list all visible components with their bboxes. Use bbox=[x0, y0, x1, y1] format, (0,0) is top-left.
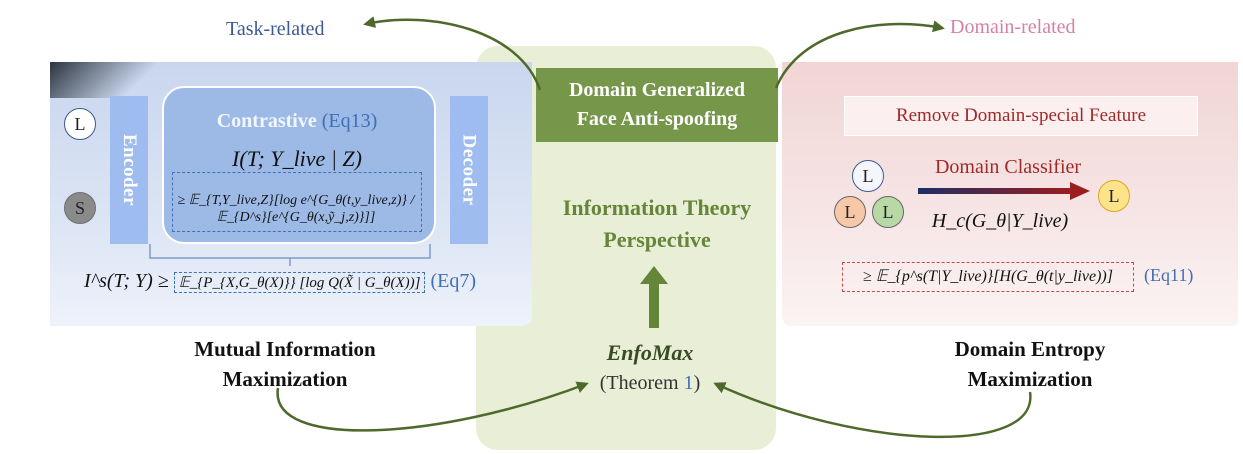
theorem-suffix: ) bbox=[693, 372, 701, 394]
mim-to-theorem-arrow bbox=[276, 381, 589, 432]
theorem-reference: (Theorem 1) bbox=[540, 372, 760, 395]
node-l-green: L bbox=[872, 196, 904, 228]
contrastive-title: Contrastive (Eq13) bbox=[162, 110, 432, 133]
center-title-line1: Domain Generalized bbox=[568, 79, 746, 101]
bracket-line bbox=[149, 244, 431, 266]
node-l-orange: L bbox=[834, 196, 866, 228]
task-related-label: Task-related bbox=[226, 18, 325, 40]
domain-related-label: Domain-related bbox=[950, 16, 1076, 38]
center-title-line2: Face Anti-spoofing bbox=[576, 108, 738, 130]
node-l-circle: L bbox=[64, 108, 96, 140]
panel-corner-shadow bbox=[50, 62, 160, 98]
decoder-block: Decoder bbox=[450, 96, 488, 244]
mi-formula: I(T; Y_live | Z) bbox=[232, 146, 362, 171]
mutual-information-caption: Mutual Information Maximization bbox=[150, 334, 420, 394]
remove-feature-box: Remove Domain-special Feature bbox=[844, 96, 1198, 136]
contrastive-box bbox=[162, 86, 436, 244]
domain-related-arrow bbox=[774, 20, 945, 89]
theory-line1: Information Theory bbox=[562, 195, 752, 220]
eq7-ref: (Eq7) bbox=[430, 270, 477, 292]
theory-line2: Perspective bbox=[603, 227, 711, 252]
center-title-box: Domain Generalized Face Anti-spoofing bbox=[536, 68, 778, 142]
theorem-prefix: (Theorem bbox=[599, 372, 684, 394]
encoder-block: Encoder bbox=[110, 96, 148, 244]
eq11-ref: (Eq11) bbox=[1144, 265, 1194, 285]
task-related-arrow bbox=[363, 16, 542, 91]
domain-classifier-label: Domain Classifier bbox=[934, 156, 1082, 178]
up-arrow-icon bbox=[640, 266, 668, 328]
node-l-top: L bbox=[852, 160, 884, 192]
hc-formula: H_c(G_θ|Y_live) bbox=[931, 210, 1069, 232]
dem-to-theorem-arrow bbox=[713, 382, 1032, 439]
dem-caption-line2: Maximization bbox=[967, 367, 1093, 391]
information-theory-text: Information Theory Perspective bbox=[512, 192, 802, 256]
mim-caption-line1: Mutual Information bbox=[194, 337, 376, 361]
method-name: EnfoMax bbox=[606, 340, 694, 365]
classifier-arrow-icon bbox=[918, 182, 1090, 200]
is-bound-formula: 𝔼_{P_{X,G_θ(X)}} [log Q(X̃ | G_θ(X))] bbox=[173, 272, 426, 293]
node-s-circle: S bbox=[64, 192, 96, 224]
contrastive-label: Contrastive bbox=[216, 110, 317, 132]
eq13-ref: (Eq13) bbox=[321, 110, 378, 132]
node-l-output: L bbox=[1098, 180, 1130, 212]
theorem-number: 1 bbox=[683, 372, 694, 394]
entropy-bound-formula: ≥ 𝔼_{p^s(T|Y_live)}[H(G_θ(t|y_live))] bbox=[842, 262, 1134, 292]
domain-entropy-caption: Domain Entropy Maximization bbox=[890, 334, 1170, 394]
contrastive-bound-formula: ≥ 𝔼_{T,Y_live,Z}[log e^{G_θ(t,y_live,z)}… bbox=[177, 193, 415, 225]
dem-caption-line1: Domain Entropy bbox=[954, 337, 1106, 361]
mim-caption-line2: Maximization bbox=[222, 367, 348, 391]
is-formula-line: I^s(T; Y) ≥ 𝔼_{P_{X,G_θ(X)}} [log Q(X̃ |… bbox=[84, 270, 504, 293]
contrastive-bound-box bbox=[172, 172, 422, 232]
is-formula: I^s(T; Y) ≥ bbox=[84, 270, 169, 292]
